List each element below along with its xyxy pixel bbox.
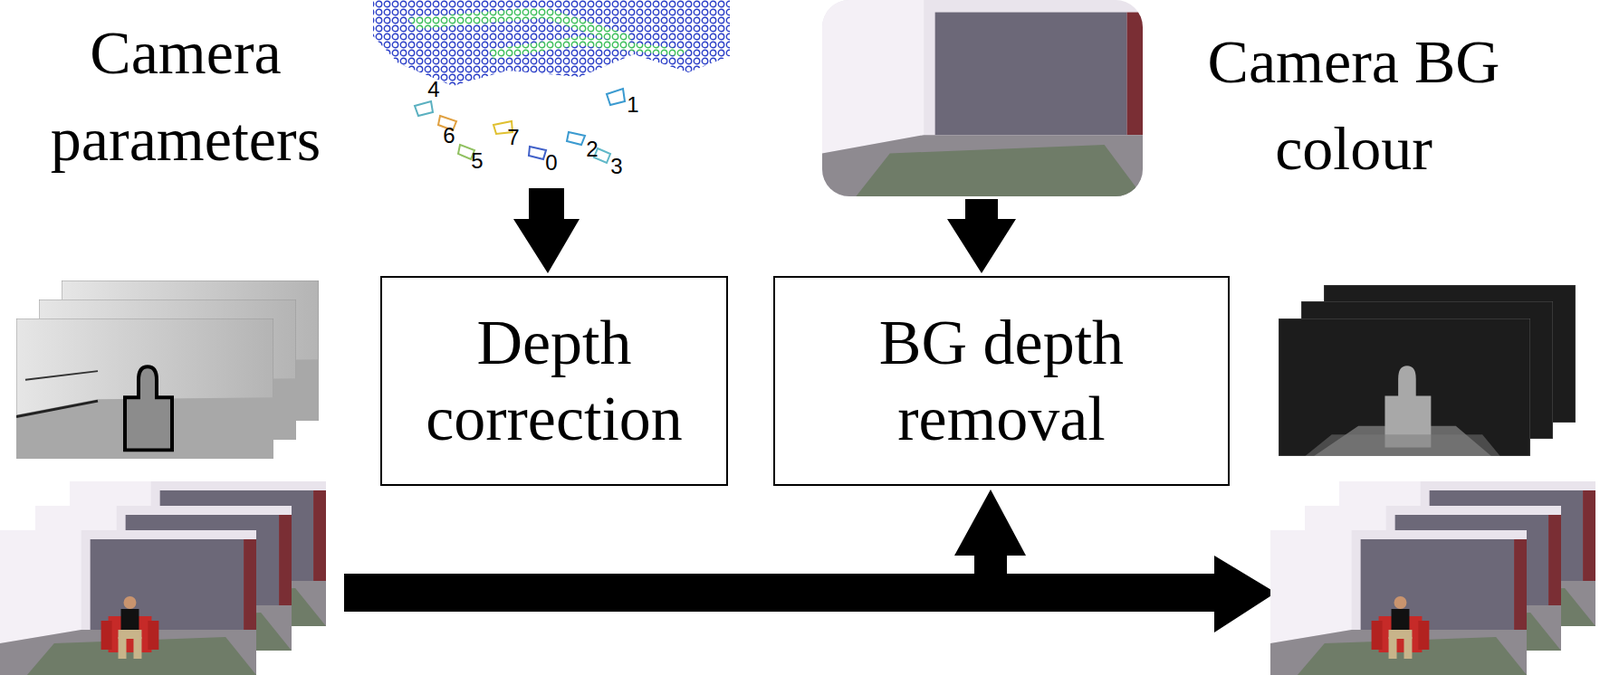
- camera-icons: [414, 88, 625, 163]
- process-box: BG depth removal: [773, 276, 1230, 487]
- input-depth-frames: [16, 280, 319, 460]
- input-label: Camera BG colour: [1172, 18, 1535, 192]
- point-cloud: [373, 0, 730, 87]
- callout-number: 2: [585, 137, 598, 162]
- callout-number: 0: [545, 151, 557, 175]
- output-depth-frames: [1278, 285, 1576, 457]
- callout-number: 4: [427, 77, 440, 102]
- room-photo: [822, 0, 1143, 197]
- callout-number: 7: [507, 125, 519, 150]
- callout-number: 5: [470, 149, 483, 173]
- box-label: Depth correction: [398, 305, 710, 458]
- input-label: Camera parameters: [4, 9, 367, 183]
- callout-number: 3: [610, 154, 623, 179]
- output-colour-frames: [1270, 481, 1596, 675]
- arrows: [344, 188, 1276, 633]
- input-colour-frames: [0, 481, 326, 675]
- callout-number: 6: [442, 124, 455, 148]
- process-box: Depth correction: [380, 276, 729, 487]
- callout-number: 1: [626, 93, 639, 117]
- box-label: BG depth removal: [811, 305, 1192, 458]
